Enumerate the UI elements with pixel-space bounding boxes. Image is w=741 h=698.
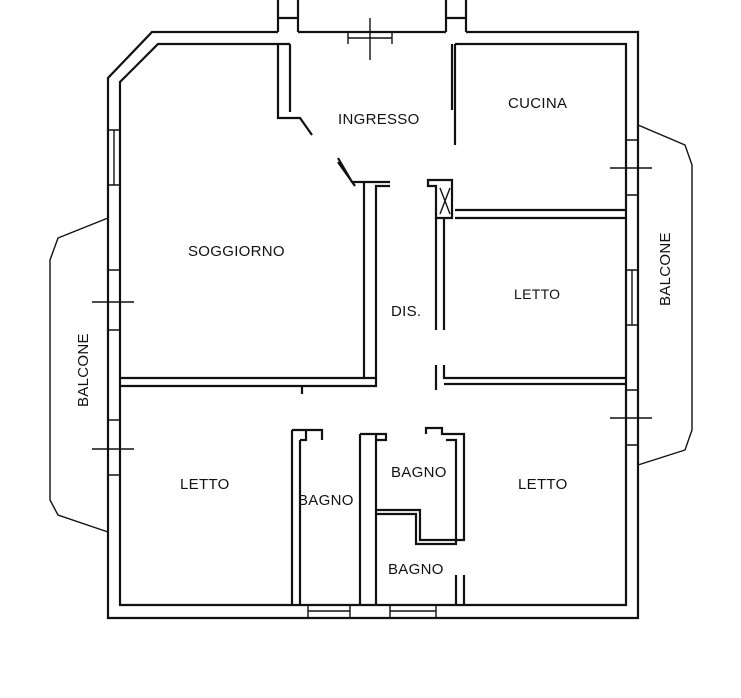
balcony-label-left: BALCONE xyxy=(75,333,92,407)
room-label-cucina: CUCINA xyxy=(508,95,567,112)
room-label-ingresso: INGRESSO xyxy=(338,111,420,128)
outer-walls xyxy=(106,0,640,620)
room-label-bagno-left: BAGNO xyxy=(298,492,354,509)
room-label-soggiorno: SOGGIORNO xyxy=(188,243,285,260)
interior-walls xyxy=(120,44,626,605)
balconies xyxy=(49,124,693,533)
room-label-dis: DIS. xyxy=(391,303,421,320)
room-label-letto-left: LETTO xyxy=(180,476,230,493)
room-label-bagno-middle: BAGNO xyxy=(391,464,447,481)
room-label-letto-right-upper: LETTO xyxy=(514,286,560,302)
room-label-letto-right-lower: LETTO xyxy=(518,476,568,493)
entrance-door xyxy=(347,18,393,60)
room-label-bagno-bottom: BAGNO xyxy=(388,561,444,578)
windows xyxy=(92,129,652,618)
balcony-label-right: BALCONE xyxy=(657,232,674,306)
